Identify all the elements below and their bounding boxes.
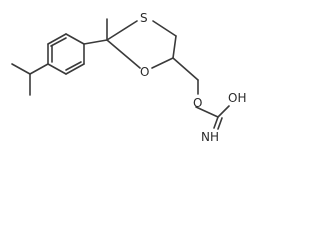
ring-oxygen-label: O xyxy=(140,65,149,79)
bond-carbamate-nh-1 xyxy=(213,116,219,129)
bond-sulfur-c5 xyxy=(152,20,177,37)
bond-c5-c4 xyxy=(172,35,177,59)
hydroxyl-label: OH xyxy=(228,91,246,105)
bond-oxygen-carbamate xyxy=(195,106,219,118)
bond-carbamate-nh-2 xyxy=(217,117,223,130)
bond-c4-ch2 xyxy=(172,57,199,81)
bond-aryl-c2 xyxy=(83,39,108,45)
bond-oxygen-c2 xyxy=(106,39,141,69)
sulfur-label: S xyxy=(140,11,148,25)
bond-carbamate-oh xyxy=(217,105,230,118)
bond-ring-double-2 xyxy=(50,37,67,47)
bond-ring-double-1 xyxy=(65,61,82,71)
structure-diagram: S O O OH NH xyxy=(11,11,247,144)
bond-isopropyl-ring xyxy=(29,63,49,75)
molecule-svg: S O O OH NH xyxy=(11,11,246,144)
bond-isopropyl-methyl-1 xyxy=(11,63,31,75)
bond-ring-1 xyxy=(47,63,67,75)
ester-oxygen-label: O xyxy=(193,96,202,110)
bond-ring-5 xyxy=(47,33,67,45)
bond-c4-oxygen xyxy=(151,57,174,69)
imine-label: NH xyxy=(201,130,219,144)
bond-ring-2 xyxy=(65,63,85,75)
bond-c2-sulfur xyxy=(106,20,138,41)
bond-ring-4 xyxy=(65,33,85,45)
